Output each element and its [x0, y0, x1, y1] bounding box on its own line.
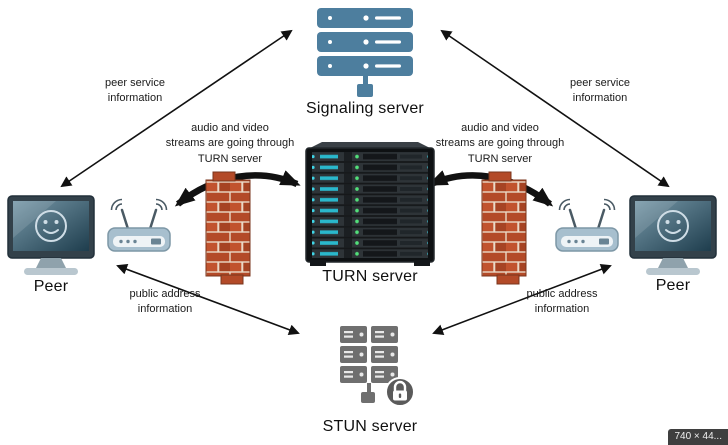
arrow-turn-stream-left	[174, 170, 301, 207]
router-left-icon	[106, 198, 172, 253]
peer-left-label: Peer	[33, 278, 69, 295]
signaling-server-icon	[317, 8, 413, 97]
peer-monitor-right-icon	[629, 195, 717, 276]
arrow-peer-signaling-right	[440, 29, 670, 188]
public-address-info-left-label: public address information	[129, 288, 201, 316]
peer-service-info-right-label: peer service information	[570, 77, 630, 105]
peer-monitor-left-icon	[7, 195, 95, 276]
firewall-right-icon	[481, 171, 527, 285]
firewall-left-icon	[205, 171, 251, 285]
turn-server-icon	[305, 142, 435, 266]
peer-right-label: Peer	[655, 277, 691, 294]
router-right-icon	[554, 198, 620, 253]
turn-stream-info-left-label: audio and video streams are going throug…	[165, 122, 295, 165]
turn-server-label: TURN server	[322, 268, 418, 285]
arrow-peer-stun-left	[116, 263, 300, 336]
signaling-server-label: Signaling server	[306, 100, 424, 117]
signal-arrows	[60, 29, 670, 336]
arrow-peer-stun-right	[432, 264, 612, 335]
turn-stream-info-right-label: audio and video streams are going throug…	[435, 122, 565, 165]
arrow-peer-signaling-left	[60, 29, 293, 188]
peer-service-info-left-label: peer service information	[105, 77, 165, 105]
public-address-info-right-label: public address information	[526, 288, 598, 316]
stun-server-icon	[340, 326, 415, 407]
lock-badge-icon	[385, 377, 415, 407]
image-dimensions-badge: 740 × 44...	[668, 429, 728, 445]
stun-server-label: STUN server	[322, 418, 418, 435]
